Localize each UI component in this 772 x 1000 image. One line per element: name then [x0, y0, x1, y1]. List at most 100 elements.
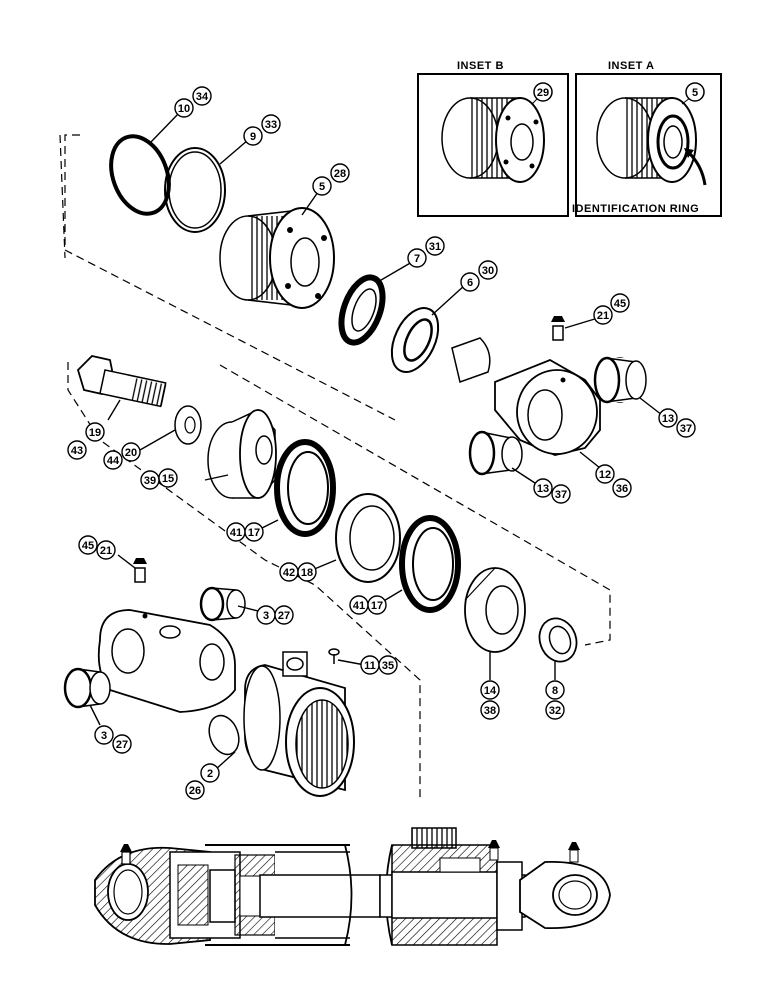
- svg-text:5: 5: [692, 87, 698, 99]
- label-8: 8: [552, 685, 558, 697]
- callout-39-15: [140, 468, 178, 490]
- label-11: 11: [364, 660, 376, 672]
- svg-text:29: 29: [537, 87, 549, 99]
- part-bushing-3-bottom: [63, 667, 111, 709]
- callout-29: 29: [531, 82, 553, 105]
- part-screw-11: [328, 648, 340, 664]
- part-seal-17-a: [274, 439, 336, 537]
- part-seal-7: [338, 274, 386, 346]
- part-grease-fitting-21-left: [133, 558, 147, 583]
- callout-2-26: [185, 763, 220, 800]
- part-backup-ring-9: [164, 147, 226, 233]
- label-3-bottom: 3: [101, 730, 107, 742]
- inset-a: INSET A IDENTIFICATION RING 5: [572, 60, 722, 217]
- part-piston-15: [207, 409, 277, 499]
- label-26: 26: [189, 785, 201, 797]
- label-19: 19: [89, 427, 101, 439]
- part-ring-14: [464, 567, 526, 653]
- callout-labels: 10 34 9 33 5 28 7 31 6 30 21 45 13 37 13…: [71, 91, 692, 797]
- callout-14-38: [480, 680, 500, 720]
- label-43: 43: [71, 445, 83, 457]
- callout-13-37-left: [533, 478, 571, 504]
- inset-b-title: INSET B: [457, 60, 504, 72]
- label-37-left: 37: [555, 489, 567, 501]
- part-o-ring-10: [109, 134, 171, 216]
- label-35: 35: [382, 660, 394, 672]
- part-grease-fitting-21-top: [551, 316, 565, 341]
- part-head-5: [219, 207, 335, 309]
- part-rod-end-12: [494, 359, 601, 456]
- callouts: [67, 86, 696, 800]
- label-38: 38: [484, 705, 496, 717]
- label-3-top: 3: [263, 610, 269, 622]
- label-37-right: 37: [680, 423, 692, 435]
- callout-3-27-top: [256, 605, 294, 625]
- part-ring-18: [335, 493, 401, 583]
- callout-41-17-a: [226, 522, 264, 542]
- label-34: 34: [196, 91, 209, 103]
- label-41-b: 41: [353, 600, 365, 612]
- label-45-left: 45: [82, 540, 94, 552]
- part-barrel-2: [208, 651, 355, 797]
- inset-a-title: INSET A: [608, 60, 655, 72]
- label-21-top: 21: [597, 310, 609, 322]
- part-bushing: [451, 337, 491, 383]
- label-31: 31: [429, 241, 441, 253]
- callout-7-31: [407, 236, 445, 268]
- callout-6-30: [460, 260, 498, 292]
- callout-21-45-top: [593, 293, 630, 325]
- label-33: 33: [265, 119, 277, 131]
- label-45-top: 45: [614, 298, 626, 310]
- label-5: 5: [319, 181, 325, 193]
- label-27-top: 27: [278, 610, 290, 622]
- callout-12-36: [595, 464, 632, 498]
- part-bushing-13-right: [593, 356, 647, 404]
- identification-ring-label: IDENTIFICATION RING: [572, 203, 699, 215]
- callout-11-35: [360, 655, 398, 675]
- label-27-bottom: 27: [116, 739, 128, 751]
- label-10: 10: [178, 103, 190, 115]
- label-15: 15: [162, 473, 174, 485]
- label-12: 12: [599, 469, 611, 481]
- label-32: 32: [549, 705, 561, 717]
- label-6: 6: [467, 277, 473, 289]
- label-21-left: 21: [100, 545, 112, 557]
- label-36: 36: [616, 483, 628, 495]
- part-seal-17-b: [399, 515, 461, 613]
- part-bushing-3-top: [199, 586, 246, 622]
- part-wiper-6: [390, 307, 440, 373]
- callout-45-21-left: [78, 535, 116, 560]
- assembly-dashed-outlines: [59, 134, 611, 800]
- callout-13-37-right: [658, 408, 696, 438]
- label-30: 30: [482, 265, 494, 277]
- label-14: 14: [484, 685, 497, 697]
- label-2: 2: [207, 768, 213, 780]
- label-18: 18: [301, 567, 313, 579]
- label-17-a: 17: [248, 527, 260, 539]
- callout-10-34: [174, 86, 212, 118]
- label-7: 7: [414, 253, 420, 265]
- inset-b: INSET B 29: [417, 60, 569, 217]
- callout-9-33: [243, 114, 281, 146]
- label-17-b: 17: [371, 600, 383, 612]
- part-cylinder-mount: [97, 609, 236, 713]
- label-28: 28: [334, 168, 346, 180]
- label-13-left: 13: [537, 483, 549, 495]
- label-41-a: 41: [230, 527, 242, 539]
- label-20: 20: [125, 447, 137, 459]
- assembled-section-view: [94, 827, 611, 946]
- label-42: 42: [283, 567, 295, 579]
- callout-5-inset: 5: [681, 82, 705, 105]
- callout-3-27-bottom: [94, 725, 132, 754]
- callout-41-17-b: [349, 595, 387, 615]
- callout-42-18: [279, 562, 317, 582]
- callout-19-43: [67, 422, 105, 460]
- label-9: 9: [250, 131, 256, 143]
- callout-44-20: [103, 442, 141, 470]
- part-bushing-13-left: [468, 430, 523, 476]
- label-39: 39: [144, 475, 156, 487]
- callout-8-32: [545, 680, 565, 720]
- label-13-right: 13: [662, 413, 674, 425]
- label-44: 44: [107, 455, 120, 467]
